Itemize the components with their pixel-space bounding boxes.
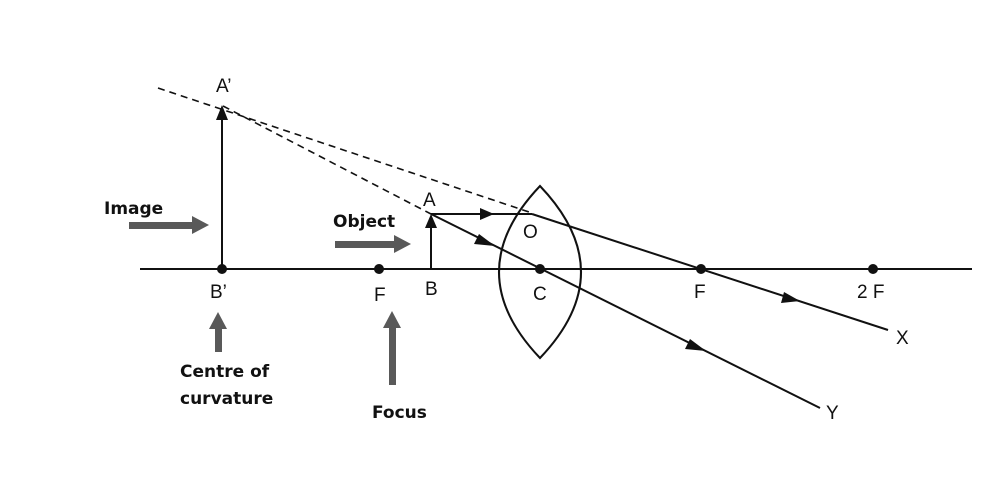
convex-lens [498, 184, 582, 360]
focus-callout-arrow [383, 311, 401, 385]
object-arrow-head [425, 214, 437, 228]
image-callout-arrow [129, 216, 209, 234]
label-f-right: F [694, 282, 706, 303]
ray-centre-arrowhead-1 [474, 234, 495, 246]
label-a: A [423, 190, 436, 211]
label-a-prime: A’ [216, 76, 231, 97]
label-f-left: F [374, 285, 386, 306]
label-y: Y [826, 403, 839, 424]
ray-refracted-x [531, 213, 889, 331]
point-c [535, 264, 545, 274]
point-f-right [696, 264, 706, 274]
virtual-ray-extension-2 [222, 105, 432, 215]
virtual-ray-extension-1 [157, 87, 533, 214]
object-callout-arrow [335, 235, 411, 253]
label-2f: 2 F [857, 282, 884, 303]
centre-callout-arrow [209, 312, 227, 352]
caption-object: Object [333, 212, 395, 232]
point-b-prime [217, 264, 227, 274]
point-2f [868, 264, 878, 274]
label-o: O [523, 222, 538, 243]
ray-centre-arrowhead-2 [685, 339, 706, 351]
caption-focus: Focus [372, 403, 427, 423]
label-c: C [533, 284, 547, 305]
point-f-left [374, 264, 384, 274]
image-arrow-head [216, 105, 228, 120]
caption-centre-line1: Centre of [180, 362, 270, 382]
ray-x-arrowhead [781, 292, 800, 303]
caption-centre-line2: curvature [180, 389, 273, 409]
label-x: X [896, 328, 909, 349]
caption-image: Image [104, 199, 163, 219]
ray-through-centre [430, 213, 821, 409]
label-b-prime: B’ [210, 282, 227, 303]
label-b: B [425, 279, 438, 300]
ray-parallel-arrowhead [480, 208, 494, 220]
